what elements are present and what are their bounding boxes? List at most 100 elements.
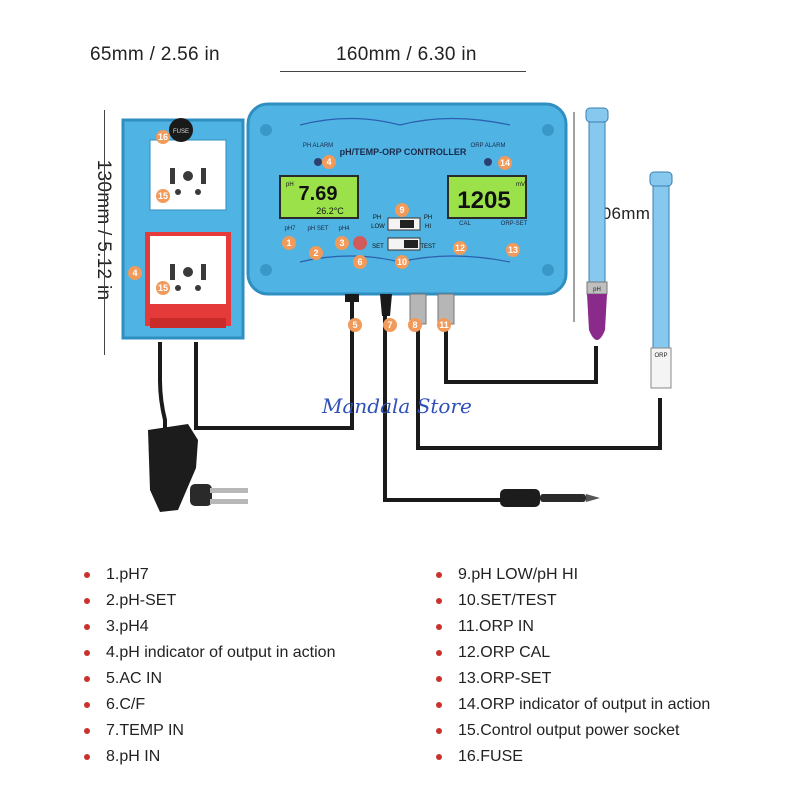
svg-text:9: 9 [399, 205, 404, 215]
legend-text: 5.AC IN [106, 670, 163, 687]
svg-text:12: 12 [455, 243, 465, 253]
legend-item: 7.TEMP IN [84, 722, 184, 740]
svg-text:2: 2 [313, 248, 318, 258]
marker-15b: 15 [156, 281, 170, 295]
socket-icon [170, 264, 206, 291]
legend-item: 13.ORP-SET [436, 670, 551, 688]
height-rule [104, 110, 105, 355]
bullet-dot-icon [84, 728, 90, 734]
switch-ph-right: PH [424, 215, 432, 221]
legend-item: 12.ORP CAL [436, 644, 550, 662]
legend-text: 2.pH-SET [106, 592, 177, 609]
cables [158, 296, 662, 502]
legend-item: 1.pH7 [84, 566, 149, 584]
bullet-dot-icon [84, 754, 90, 760]
orp-lcd [447, 175, 527, 219]
ph-unit: pH [286, 182, 294, 188]
legend-item: 16.FUSE [436, 748, 523, 766]
svg-text:3: 3 [339, 238, 344, 248]
legend-text: 4.pH indicator of output in action [106, 644, 336, 661]
legend-text: 14.ORP indicator of output in action [458, 696, 711, 713]
legend-text: 9.pH LOW/pH HI [458, 566, 579, 583]
svg-text:8: 8 [412, 320, 417, 330]
bullet-dot-icon [436, 624, 442, 630]
width-large-rule [280, 71, 526, 72]
legend-text: 1.pH7 [106, 566, 149, 583]
cf-button [353, 236, 367, 250]
svg-text:7: 7 [387, 320, 392, 330]
svg-text:16: 16 [158, 132, 168, 142]
marker-10: 10 [395, 255, 409, 269]
svg-text:4: 4 [326, 157, 331, 167]
controller-body: pH/TEMP-ORP CONTROLLER PH ALARM ORP ALAR… [246, 102, 568, 325]
legend-item: 14.ORP indicator of output in action [436, 696, 710, 714]
legend-text: 12.ORP CAL [458, 644, 551, 661]
legend-text: 16.FUSE [458, 748, 523, 765]
btn-orp-set-label: ORP-SET [501, 221, 528, 227]
bullet-dot-icon [436, 754, 442, 760]
marker-4: 4 [322, 155, 336, 169]
legend-text: 15.Control output power socket [458, 722, 680, 739]
btn-cal-label: CAL [459, 221, 471, 227]
orp-unit: mV [516, 182, 525, 188]
svg-text:11: 11 [439, 320, 449, 330]
legend-text: 6.C/F [106, 696, 146, 713]
ph-probe-label: pH [593, 287, 601, 293]
bullet-dot-icon [84, 650, 90, 656]
ph-lcd [279, 175, 359, 219]
legend-item: 9.pH LOW/pH HI [436, 566, 578, 584]
bullet-dot-icon [436, 650, 442, 656]
legend-text: 3.pH4 [106, 618, 149, 635]
bullet-dot-icon [84, 598, 90, 604]
temperature-probe-icon [500, 489, 600, 507]
legend-text: 13.ORP-SET [458, 670, 552, 687]
legend-text: 10.SET/TEST [458, 592, 557, 609]
marker-4b: 4 [128, 266, 142, 280]
marker-12: 12 [453, 241, 467, 255]
width-small-label: 65mm / 2.56 in [90, 44, 220, 65]
legend-text: 11.ORP IN [458, 618, 534, 635]
orp-alarm-label: ORP ALARM [471, 143, 506, 149]
switch-set: SET [372, 244, 384, 250]
legend-text: 8.pH IN [106, 748, 161, 765]
marker-14: 14 [498, 156, 512, 170]
store-watermark: Mandala Store [322, 394, 472, 418]
fuse-text: FUSE [173, 129, 189, 135]
bullet-dot-icon [436, 598, 442, 604]
svg-text:15: 15 [158, 283, 168, 293]
btn-ph-set-label: pH SET [307, 226, 328, 232]
power-plug-icon [148, 424, 248, 512]
width-large-label: 160mm / 6.30 in [336, 44, 477, 65]
legend-item: 5.AC IN [84, 670, 162, 688]
legend-text: 7.TEMP IN [106, 722, 184, 739]
controller-illustration: FUSE pH/TEMP-ORP CONTROLLER PH ALARM ORP… [121, 102, 673, 512]
bullet-dot-icon [84, 624, 90, 630]
svg-text:6: 6 [357, 257, 362, 267]
legend-item: 15.Control output power socket [436, 722, 679, 740]
marker-1: 1 [282, 236, 296, 250]
ph-reading: 7.69 [299, 183, 338, 205]
ph-alarm-label: PH ALARM [303, 143, 333, 149]
fuse-icon [169, 118, 193, 142]
legend-item: 2.pH-SET [84, 592, 176, 610]
orp-probe-icon: ORP [649, 171, 673, 389]
marker-3: 3 [335, 236, 349, 250]
relay-box: FUSE [121, 118, 245, 340]
marker-13: 13 [506, 243, 520, 257]
switch-ph-left: PH [373, 215, 381, 221]
marker-8: 8 [408, 318, 422, 332]
bullet-dot-icon [84, 572, 90, 578]
controller-title: pH/TEMP-ORP CONTROLLER [340, 147, 467, 157]
orp-probe-label: ORP [654, 353, 667, 359]
bullet-dot-icon [84, 676, 90, 682]
orp-alarm-led [484, 158, 492, 166]
legend-item: 4.pH indicator of output in action [84, 644, 335, 662]
legend-item: 10.SET/TEST [436, 592, 557, 610]
temp-reading: 26.2°C [316, 206, 344, 216]
bullet-dot-icon [436, 572, 442, 578]
btn-ph7-label: pH7 [284, 226, 296, 232]
switch-hi: HI [425, 224, 431, 230]
marker-7: 7 [383, 318, 397, 332]
marker-6: 6 [353, 255, 367, 269]
svg-text:4: 4 [132, 268, 137, 278]
